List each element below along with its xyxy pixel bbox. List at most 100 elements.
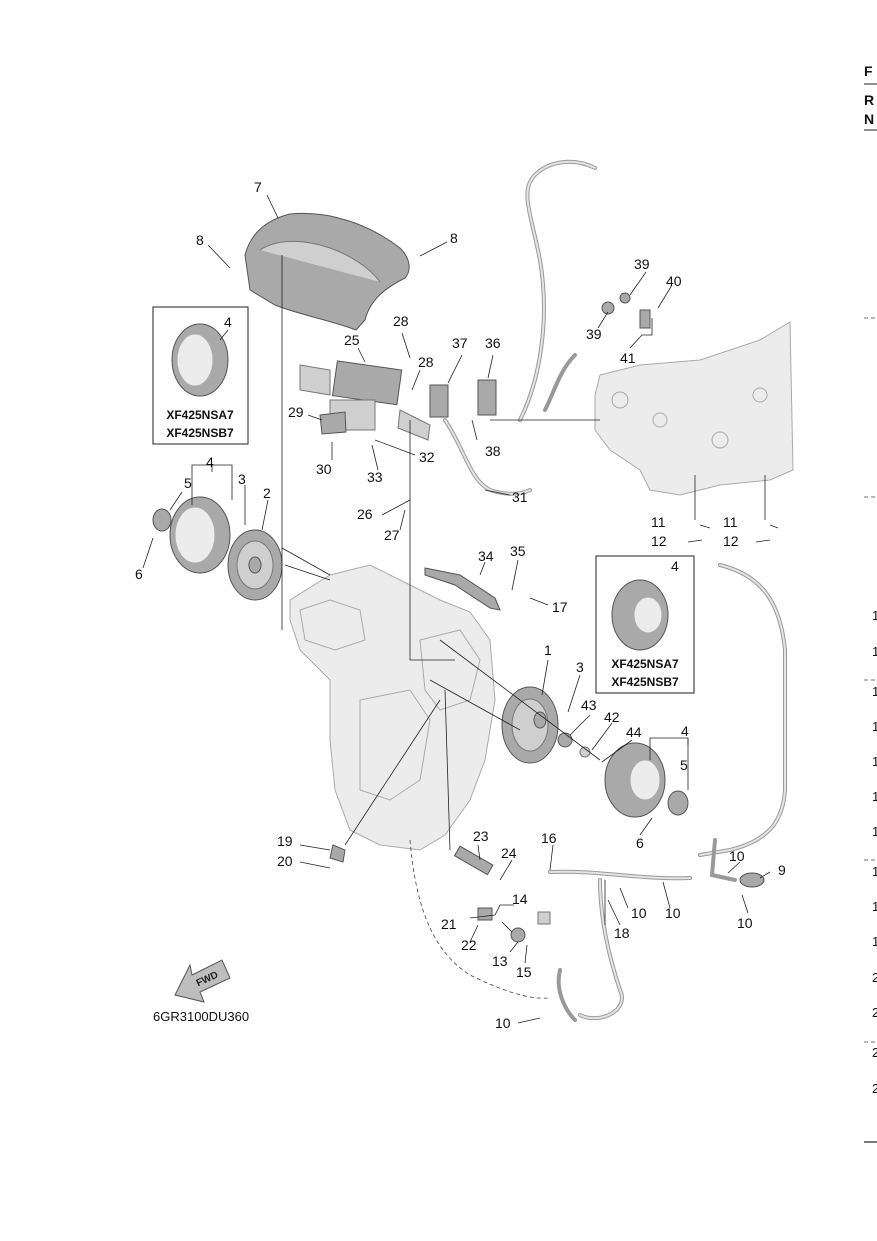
part-39-41-clips (601, 292, 651, 329)
callout: 10 (495, 1015, 511, 1031)
callout: 4 (224, 314, 232, 330)
variant-left-line1: XF425NSA7 (166, 408, 234, 422)
part-9-fitting (739, 872, 765, 888)
part-4-left-cover (169, 496, 231, 574)
callout: 17 (552, 599, 568, 615)
hoses (409, 159, 787, 1022)
callout: 19 (277, 833, 293, 849)
callout: 30 (316, 461, 332, 477)
callout: 15 (516, 964, 532, 980)
callout-labels: 7 8 8 4 28 25 28 37 36 29 38 32 30 33 4 … (135, 179, 786, 1031)
variant-right-line2: XF425NSB7 (611, 675, 679, 689)
callout: 43 (581, 697, 597, 713)
leader-lines (142, 194, 779, 1024)
part-34-bracket (424, 567, 501, 611)
part-2-flywheel (227, 529, 283, 601)
callout: 4 (681, 723, 689, 739)
part-23-sleeve (453, 845, 494, 876)
callout: 10 (737, 915, 753, 931)
callout: 36 (485, 335, 501, 351)
callout: 29 (288, 404, 304, 420)
callout: 3 (576, 659, 584, 675)
callout: 44 (626, 724, 642, 740)
callout: 1 (544, 642, 552, 658)
callout: 2 (263, 485, 271, 501)
callout: 12 (723, 533, 739, 549)
part-5-right-cap (667, 790, 689, 816)
edge-num: 1 (872, 899, 877, 914)
callout: 12 (651, 533, 667, 549)
diagram-code: 6GR3100DU360 (153, 1009, 249, 1024)
callout: 39 (634, 256, 650, 272)
edge-num: 1 (872, 608, 877, 623)
edge-num: 2 (872, 970, 877, 985)
edge-num: 1 (872, 644, 877, 659)
part-13-14-bracket (477, 907, 551, 943)
callout: 11 (651, 514, 666, 530)
callout: 10 (729, 848, 745, 864)
variant-right-line1: XF425NSA7 (611, 657, 679, 671)
callout: 10 (631, 905, 647, 921)
callout: 24 (501, 845, 517, 861)
edge-num: 1 (872, 789, 877, 804)
edge-num: 2 (872, 1045, 877, 1060)
callout: 9 (778, 862, 786, 878)
callout: 6 (636, 835, 644, 851)
callout: 23 (473, 828, 489, 844)
variant-left-line2: XF425NSB7 (166, 426, 234, 440)
callout: 26 (357, 506, 373, 522)
callout: 11 (723, 514, 738, 530)
frame-bracket (594, 321, 794, 496)
edge-num: 1 (872, 754, 877, 769)
callout: 28 (393, 313, 409, 329)
variant-box-left: XF425NSA7 XF425NSB7 (152, 306, 249, 445)
callout: 4 (671, 558, 679, 574)
edge-header-n: N (864, 111, 874, 127)
callout: 4 (206, 454, 214, 470)
part-19-20-clip (329, 844, 346, 863)
callout: 13 (492, 953, 508, 969)
edge-num: 2 (872, 1005, 877, 1020)
part-4-inset-left (171, 323, 229, 397)
callout: 20 (277, 853, 293, 869)
callout: 8 (450, 230, 458, 246)
part-29-plate (319, 411, 347, 435)
edge-num: 1 (872, 684, 877, 699)
callout: 5 (680, 757, 688, 773)
callout: 5 (184, 475, 192, 491)
engine-block (289, 564, 496, 851)
right-edge-parts-list: F R N 1 1 1 1 1 1 1 1 1 1 2 2 2 2 (864, 63, 877, 1143)
callout: 40 (666, 273, 682, 289)
edge-header-r: R (864, 92, 874, 108)
part-43-42-washers (557, 732, 591, 758)
edge-num: 1 (872, 824, 877, 839)
callout: 41 (620, 350, 636, 366)
callout: 25 (344, 332, 360, 348)
callout: 8 (196, 232, 204, 248)
edge-num: 1 (872, 934, 877, 949)
edge-header-f: F (864, 63, 873, 79)
callout: 31 (512, 489, 528, 505)
callout: 28 (418, 354, 434, 370)
callout: 39 (586, 326, 602, 342)
part-36-37-clamps (429, 379, 497, 418)
callout: 27 (384, 527, 400, 543)
part-7-top-cover (244, 212, 410, 331)
variant-box-right: XF425NSA7 XF425NSB7 (595, 555, 695, 694)
edge-num: 1 (872, 719, 877, 734)
callout: 10 (665, 905, 681, 921)
callout: 7 (254, 179, 262, 195)
edge-num: 1 (872, 864, 877, 879)
callout: 32 (419, 449, 435, 465)
edge-num: 2 (872, 1081, 877, 1096)
callout: 34 (478, 548, 494, 564)
part-4-right-cover (604, 742, 666, 818)
callout: 21 (441, 916, 457, 932)
part-25-valve-assembly (299, 360, 431, 441)
callout: 37 (452, 335, 468, 351)
callout: 3 (238, 471, 246, 487)
callout: 22 (461, 937, 477, 953)
reference-lines (281, 255, 766, 925)
callout: 33 (367, 469, 383, 485)
